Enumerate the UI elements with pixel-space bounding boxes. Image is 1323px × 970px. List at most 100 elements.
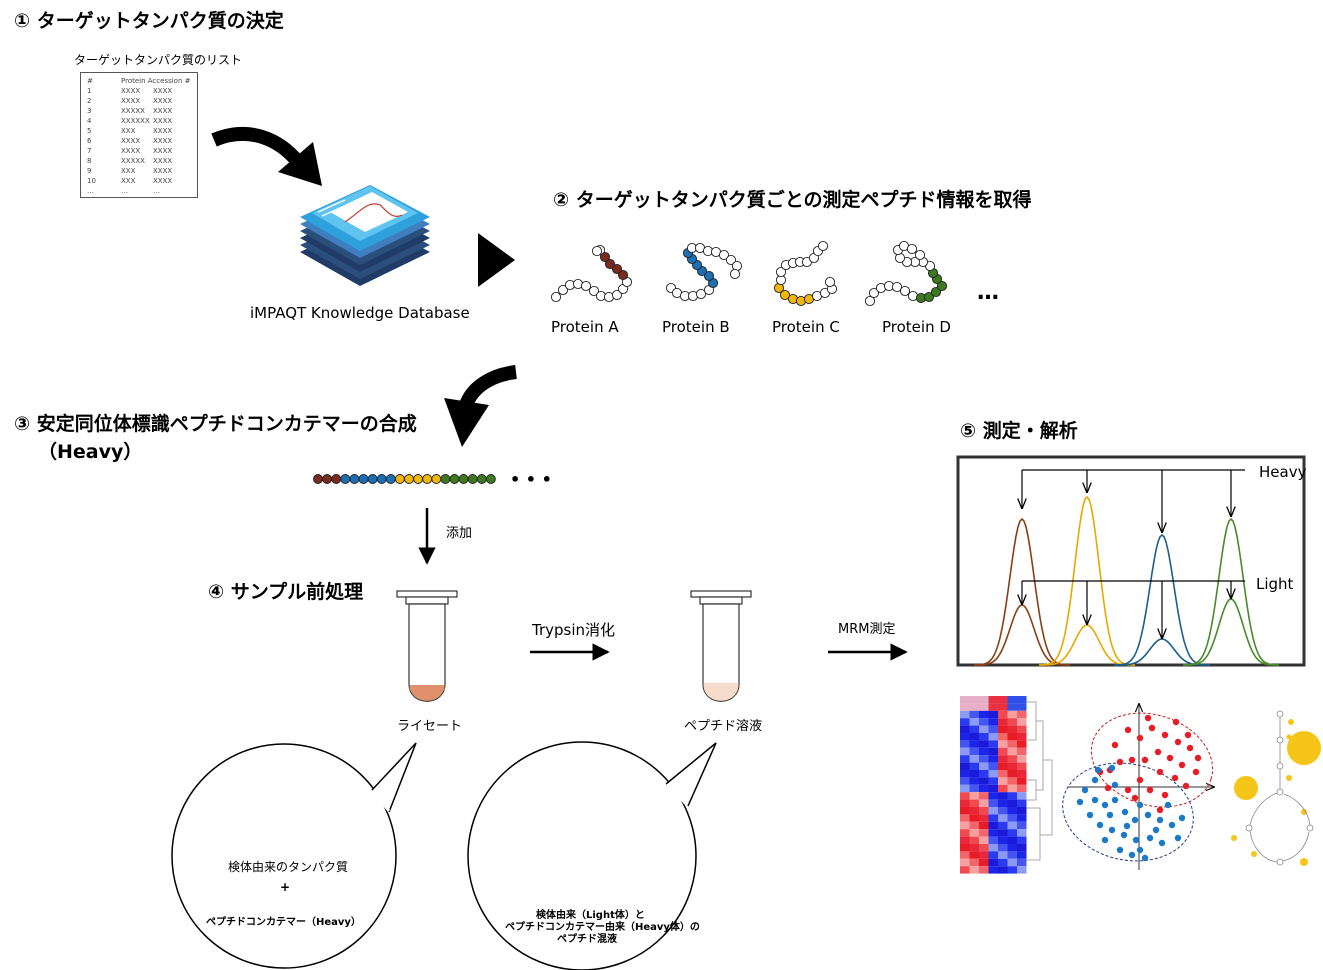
heatmap-cell <box>960 703 970 711</box>
heatmap-cell <box>998 725 1008 733</box>
pca-point-blue <box>1094 766 1102 774</box>
pca-point-blue <box>1141 854 1149 862</box>
heatmap-cell <box>960 696 970 704</box>
concatemer-bead <box>476 474 487 484</box>
concatemer-bead <box>394 474 405 484</box>
heatmap-cell <box>988 755 998 763</box>
pca-point-red <box>1148 724 1156 732</box>
protein-a-bead <box>611 289 623 301</box>
heatmap-cell <box>979 814 989 822</box>
heatmap-cell <box>988 858 998 867</box>
heatmap-cell <box>1007 807 1017 815</box>
heatmap-cell <box>979 858 989 867</box>
pca-point-red <box>1136 776 1144 784</box>
heavy-pointer-lines <box>1022 469 1245 532</box>
heatmap-cell <box>1007 836 1017 844</box>
pca-point-red <box>1161 731 1169 739</box>
pca-point-red <box>1111 741 1119 749</box>
bubble-lysate <box>171 743 397 969</box>
concatemer-bead <box>322 474 333 484</box>
heatmap-cell <box>979 733 989 741</box>
protein-d-bead <box>930 286 942 298</box>
heatmap-cell <box>960 858 970 867</box>
heatmap-cell <box>1017 799 1027 807</box>
heatmap-cell <box>988 829 998 837</box>
pca-point-blue <box>1081 786 1089 794</box>
heatmap-cell <box>988 784 998 793</box>
pca-point-blue <box>1131 816 1139 824</box>
database-label: iMPAQT Knowledge Database <box>250 304 470 322</box>
heatmap-cell <box>979 770 989 778</box>
heatmap-cell <box>960 829 970 837</box>
heatmap-cell <box>1007 703 1017 711</box>
protein-b-bead <box>695 288 707 300</box>
heatmap-cell <box>960 844 970 852</box>
bubble1-text1: 検体由来のタンパク質 <box>228 860 349 874</box>
heatmap-cell <box>1007 755 1017 763</box>
heatmap-cell <box>998 710 1008 719</box>
protein-d-bead <box>868 287 880 299</box>
pca-point-blue <box>1091 796 1099 804</box>
bubble-peptide <box>467 741 697 970</box>
heatmap-cell <box>960 718 970 726</box>
heatmap-cell <box>1017 858 1027 867</box>
heatmap-cell <box>1017 703 1027 711</box>
pca-point-blue <box>1101 836 1109 844</box>
curved-arrow-1-head <box>278 142 322 186</box>
protein-c-bead <box>817 240 829 252</box>
heatmap-cell <box>979 829 989 837</box>
concatemer-bead <box>331 474 342 484</box>
protein-c-bead <box>775 266 787 278</box>
concatemer-bead <box>385 474 396 484</box>
protein-a-bead <box>617 269 629 281</box>
heatmap-cell <box>1007 799 1017 807</box>
light-pointer-lines <box>1022 580 1245 638</box>
heatmap-cell <box>1007 858 1017 867</box>
heatmap-cell <box>979 866 989 874</box>
heatmap-cell <box>998 762 1008 770</box>
peptide-solution-label: ペプチド溶液 <box>684 719 763 734</box>
heatmap-cell <box>998 784 1008 793</box>
heatmap-cell <box>979 740 989 748</box>
heatmap-cell <box>979 777 989 785</box>
heatmap-cell <box>998 733 1008 741</box>
heatmap-cell <box>998 814 1008 822</box>
pca-point-blue <box>1108 826 1116 834</box>
pca-point-blue <box>1132 836 1140 844</box>
protein-d-bead <box>891 281 903 293</box>
pca-point-blue <box>1136 846 1144 854</box>
heatmap-cell <box>1017 836 1027 844</box>
heatmap-cell <box>988 725 998 733</box>
heatmap-cell <box>1007 821 1017 830</box>
heatmap-cell <box>960 710 970 719</box>
pca-point-red <box>1178 761 1186 769</box>
lysate-tube-icon <box>396 590 458 702</box>
chromatogram-peak <box>1182 517 1280 666</box>
pathway-network <box>1231 710 1321 866</box>
pca-point-red <box>1192 768 1200 776</box>
pca-point-red <box>1141 756 1149 764</box>
heatmap-cell <box>960 851 970 859</box>
heatmap-cell <box>998 747 1008 756</box>
pca-point-red <box>1146 786 1154 794</box>
heatmap-cell <box>1017 844 1027 852</box>
heatmap-cell <box>1007 770 1017 778</box>
heatmap-cell <box>1017 829 1027 837</box>
heatmap-cell <box>969 733 979 741</box>
protein-b-bead <box>718 249 730 261</box>
pca-point-red <box>1136 734 1144 742</box>
heatmap-cell <box>960 747 970 756</box>
heatmap-cell <box>998 755 1008 763</box>
heatmap-cell <box>1007 725 1017 733</box>
heatmap-cell <box>1007 851 1017 859</box>
heatmap-cell <box>969 718 979 726</box>
protein-a-bead <box>557 284 569 296</box>
pca-point-blue <box>1128 851 1136 859</box>
heatmap-cell <box>969 696 979 704</box>
protein-c-bead <box>824 276 836 288</box>
heatmap-cell <box>1017 784 1027 793</box>
heatmap-cell <box>960 821 970 830</box>
heatmap-cell <box>969 836 979 844</box>
chromatogram-peaks <box>973 495 1280 666</box>
